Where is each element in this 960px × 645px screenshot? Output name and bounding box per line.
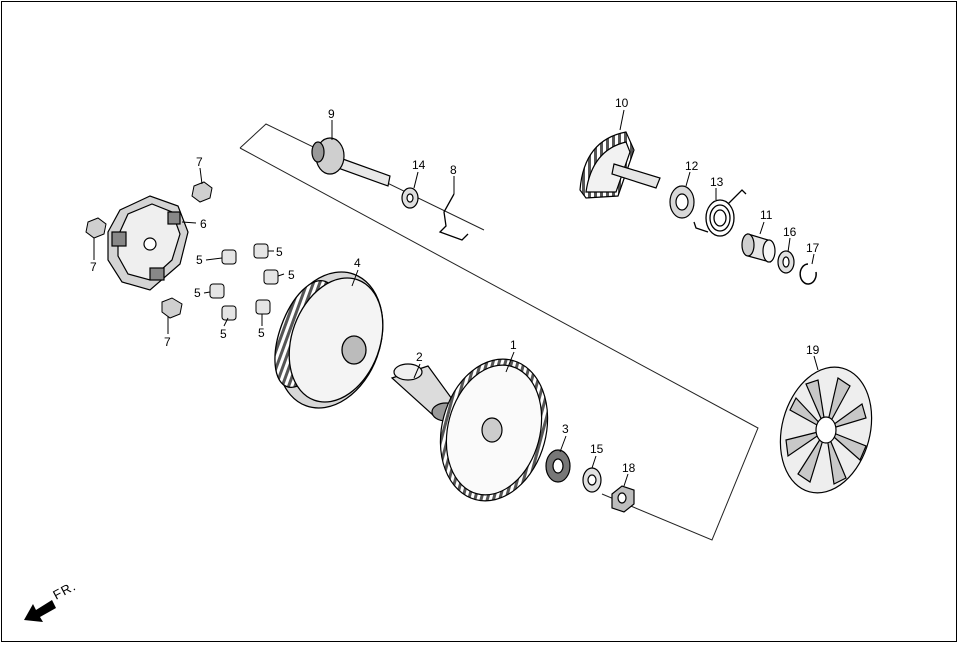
part-washer-14 [401,187,419,209]
front-direction-label: FR. [50,578,78,602]
callout-3: 3 [562,422,569,436]
part-ramp-plate [107,195,189,291]
part-circlip [799,263,817,285]
callout-15: 15 [590,442,604,456]
callout-9: 9 [328,107,335,121]
callout-6: 6 [200,217,207,231]
part-washer-15 [582,467,602,493]
part-movable-drive-face [274,271,384,409]
part-ring-gear [439,358,549,502]
callout-7a: 7 [196,155,203,169]
callout-10: 10 [615,96,629,110]
part-fan-drive-face [779,366,873,494]
callout-19: 19 [806,343,820,357]
part-starter-shaft [311,137,391,187]
callout-5d: 5 [194,286,201,300]
callout-5a: 5 [196,253,203,267]
callout-2: 2 [416,350,423,364]
part-washer-16 [777,250,795,274]
callout-18: 18 [622,461,636,475]
part-nut [611,485,635,513]
front-arrow-icon [24,600,56,622]
part-oil-seal [669,185,695,219]
callout-17: 17 [806,241,820,255]
callout-5f: 5 [258,326,265,340]
callout-13: 13 [710,175,724,189]
part-kick-starter-gear [579,131,661,199]
leader-lines [93,109,819,487]
callout-labels: 1 2 3 4 5 5 5 5 5 5 6 7 7 7 8 9 10 11 12… [90,96,820,475]
callout-14: 14 [412,158,426,172]
callout-5e: 5 [220,327,227,341]
part-clip [438,193,469,241]
callout-12: 12 [685,159,699,173]
part-one-way-clutch [545,449,571,483]
part-weight-roller [209,243,279,321]
callout-5c: 5 [288,268,295,282]
callout-11: 11 [760,208,773,222]
callout-8: 8 [450,163,457,177]
callout-4: 4 [354,256,361,270]
callout-5b: 5 [276,245,283,259]
part-bushing [741,233,776,263]
callout-16: 16 [783,225,797,239]
callout-1: 1 [510,338,517,352]
callout-7b: 7 [90,260,97,274]
part-slider [85,181,213,319]
part-return-spring [693,189,747,237]
callout-7c: 7 [164,335,171,349]
